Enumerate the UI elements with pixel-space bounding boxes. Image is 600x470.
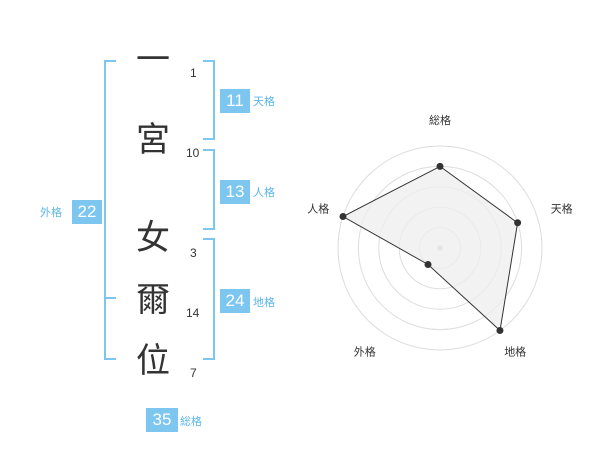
name-char-2: 宮 xyxy=(136,120,170,160)
radar-point-4 xyxy=(424,261,432,269)
gai-label: 外格 xyxy=(40,206,62,219)
chi-bracket xyxy=(203,238,215,360)
radar-points xyxy=(339,162,522,335)
jin-value-badge: 13 xyxy=(220,180,250,204)
ten-value-badge: 11 xyxy=(220,89,250,113)
stroke-count-2: 10 xyxy=(186,146,200,160)
chi-label: 地格 xyxy=(253,296,275,309)
jin-label: 人格 xyxy=(253,186,275,199)
name-char-5: 位 xyxy=(136,341,170,381)
radar-axis-label-1: 総格 xyxy=(429,113,451,127)
ten-label: 天格 xyxy=(253,95,275,108)
radar-point-5 xyxy=(339,212,347,220)
so-label: 総格 xyxy=(180,415,202,428)
radar-axis-label-2: 天格 xyxy=(551,201,573,215)
radar-point-2 xyxy=(514,219,522,227)
gai-value-badge: 22 xyxy=(72,200,102,224)
radar-axis-label-4: 外格 xyxy=(354,345,376,359)
stroke-count-1: 1 xyxy=(190,66,197,80)
radar-ring-5 xyxy=(337,145,543,351)
radar-point-1 xyxy=(436,162,444,170)
stroke-count-4: 14 xyxy=(186,306,200,320)
stroke-count-5: 7 xyxy=(190,366,197,380)
stroke-count-3: 3 xyxy=(190,246,197,260)
name-char-4: 爾 xyxy=(136,280,170,320)
gai-bracket-divider xyxy=(104,297,116,299)
radar-axis-label-3: 地格 xyxy=(504,345,526,359)
name-char-3: 女 xyxy=(136,218,170,258)
gai-bracket xyxy=(104,60,116,360)
name-char-1: 一 xyxy=(136,40,170,80)
chi-value-badge: 24 xyxy=(220,289,250,313)
radar-point-3 xyxy=(496,327,504,335)
jin-bracket xyxy=(203,149,215,230)
ten-bracket xyxy=(203,60,215,140)
radar-series-polygon xyxy=(341,165,519,332)
radar-axis-label-5: 人格 xyxy=(307,201,329,215)
so-value-badge: 35 xyxy=(146,408,178,432)
